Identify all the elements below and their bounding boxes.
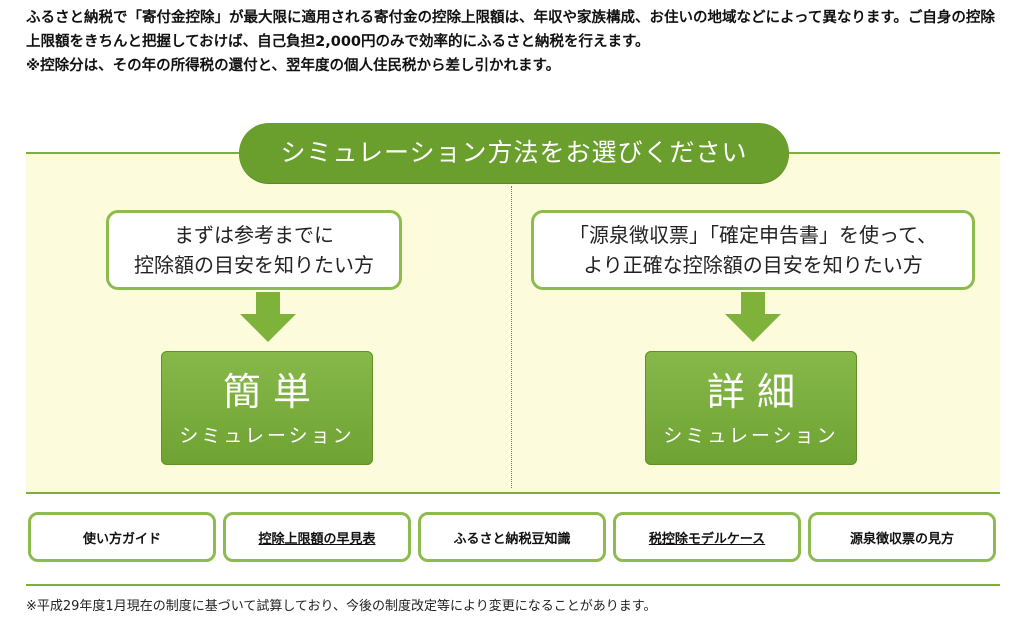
deduction-limit-table-link[interactable]: 控除上限額の早見表 (223, 512, 411, 562)
furusato-tips-link[interactable]: ふるさと納税豆知識 (418, 512, 606, 562)
panel-title: シミュレーション方法をお選びください (239, 123, 789, 183)
detail-simulation-title: 詳細 (706, 370, 807, 414)
usage-guide-link[interactable]: 使い方ガイド (28, 512, 216, 562)
tax-deduction-model-case-label: 税控除モデルケース (648, 531, 766, 547)
simple-simulation-button[interactable]: 簡単 シミュレーション (161, 351, 373, 465)
panel-divider (511, 186, 512, 488)
footnote-line1: ※平成29年度1月現在の制度に基づいて試算しており、今後の制度改定等により変更に… (26, 599, 657, 614)
detail-simulation-subtitle: シミュレーション (663, 425, 839, 447)
simple-choice-line2: 控除額の目安を知りたい方 (134, 253, 374, 277)
down-arrow-icon (240, 292, 296, 342)
detail-choice-line2: より正確な控除額の目安を知りたい方 (583, 253, 923, 277)
simple-choice-description: まずは参考までに 控除額の目安を知りたい方 (106, 210, 402, 290)
furusato-tips-label: ふるさと納税豆知識 (453, 531, 571, 547)
simple-simulation-title: 簡単 (222, 370, 323, 414)
detail-choice-line1: 「源泉徴収票」「確定申告書」を使って、 (569, 223, 937, 247)
simple-simulation-subtitle: シミュレーション (179, 425, 355, 447)
withholding-slip-guide-link[interactable]: 源泉徴収票の見方 (808, 512, 996, 562)
intro-note: ※控除分は、その年の所得税の還付と、翌年度の個人住民税から差し引かれます。 (26, 58, 561, 74)
intro-paragraph: ふるさと納税で「寄付金控除」が最大限に適用される寄付金の控除上限額は、年収や家族… (26, 10, 995, 50)
intro-text: ふるさと納税で「寄付金控除」が最大限に適用される寄付金の控除上限額は、年収や家族… (26, 6, 1002, 78)
simple-choice-line1: まずは参考までに (174, 223, 334, 247)
usage-guide-label: 使い方ガイド (82, 531, 161, 547)
deduction-limit-table-label: 控除上限額の早見表 (258, 531, 376, 547)
withholding-slip-guide-label: 源泉徴収票の見方 (849, 531, 954, 547)
detail-choice-description: 「源泉徴収票」「確定申告書」を使って、 より正確な控除額の目安を知りたい方 (531, 210, 975, 290)
tax-deduction-model-case-link[interactable]: 税控除モデルケース (613, 512, 801, 562)
footnote: ※平成29年度1月現在の制度に基づいて試算しており、今後の制度改定等により変更に… (26, 596, 1006, 618)
info-links-bar: 使い方ガイド 控除上限額の早見表 ふるさと納税豆知識 税控除モデルケース 源泉徴… (26, 510, 1000, 586)
down-arrow-icon (725, 292, 781, 342)
detail-simulation-button[interactable]: 詳細 シミュレーション (645, 351, 857, 465)
